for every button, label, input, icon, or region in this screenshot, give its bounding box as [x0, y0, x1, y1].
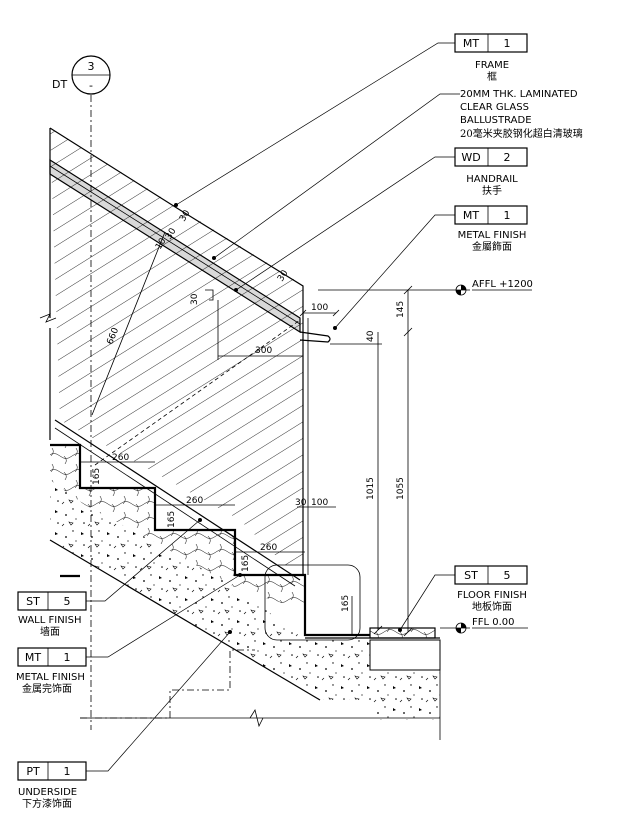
- detail-callout-box: [264, 564, 361, 641]
- break-symbol-left: [39, 313, 57, 323]
- svg-text:260: 260: [260, 543, 277, 553]
- dim-300: 300: [217, 300, 303, 360]
- balustrade-hatch: [50, 128, 303, 570]
- tag-frame-num: 1: [504, 37, 511, 50]
- stair-concrete: [50, 480, 440, 720]
- svg-text:1055: 1055: [396, 477, 406, 500]
- tag-wall-code: ST: [26, 595, 40, 608]
- tag-handrail-code: WD: [461, 151, 480, 164]
- tag-frame-label-cn: 框: [487, 70, 497, 83]
- level-affl-text: AFFL +1200: [472, 279, 533, 290]
- tag-wall-finish: ST 5 WALL FINISH 墙面: [17, 518, 202, 638]
- tag-floor-label-cn: 地板饰面: [472, 600, 512, 613]
- tag-metal-finish-top: MT 1 METAL FINISH 金屬飾面: [333, 205, 528, 330]
- tag-metal-top-num: 1: [504, 209, 511, 222]
- dim-260-b: 260: [155, 496, 235, 506]
- svg-text:260: 260: [186, 496, 203, 506]
- tag-handrail: WD 2 HANDRAIL 扶手: [234, 147, 528, 292]
- tag-underside-num: 1: [64, 765, 71, 778]
- glass-lower-edge: [54, 419, 301, 581]
- floor-finish-layer: [369, 627, 436, 639]
- glass-lower-edge-inner: [54, 427, 296, 587]
- dim-100-top: 100: [299, 303, 340, 317]
- tag-underside-label: UNDERSIDE: [18, 787, 77, 798]
- stair-soffit: [49, 539, 321, 701]
- svg-text:40: 40: [366, 330, 376, 342]
- level-ffl-text: FFL 0.00: [472, 617, 515, 628]
- dim-165-c: 165: [241, 555, 251, 572]
- dim-165-b: 165: [167, 511, 177, 528]
- underside-dashed: [80, 649, 255, 719]
- svg-text:30: 30: [295, 498, 307, 508]
- handrail-mid-line: [49, 165, 301, 325]
- tag-metal-top-label: METAL FINISH: [458, 230, 527, 241]
- svg-text:145: 145: [396, 301, 406, 318]
- tag-frame-code: MT: [463, 37, 479, 50]
- floor-screed: [369, 639, 441, 671]
- svg-text:100: 100: [311, 498, 328, 508]
- tag-metal-bottom-code: MT: [25, 651, 41, 664]
- tag-floor-num: 5: [504, 569, 511, 582]
- tag-metal-bottom-label: METAL FINISH: [16, 672, 85, 683]
- svg-text:300: 300: [255, 346, 272, 356]
- tag-floor-label: FLOOR FINISH: [457, 590, 527, 601]
- tag-glass-line-2: CLEAR GLASS: [460, 102, 529, 113]
- tag-frame: MT 1 FRAME 框: [174, 33, 528, 207]
- tag-wall-num: 5: [64, 595, 71, 608]
- tag-glass: 20MM THK. LAMINATED CLEAR GLASS BALLUSTR…: [212, 89, 583, 260]
- level-affl: AFFL +1200: [318, 279, 533, 296]
- tag-underside-label-cn: 下方漆饰面: [22, 797, 72, 810]
- dim-1015: 1015: [366, 344, 383, 635]
- frame-outline: [49, 127, 304, 318]
- tag-glass-line-1: 20MM THK. LAMINATED: [460, 89, 578, 100]
- dim-165-d: 165: [341, 595, 351, 612]
- tag-floor-finish: ST 5 FLOOR FINISH 地板饰面: [398, 565, 528, 632]
- break-symbol-bottom: [249, 708, 264, 728]
- section-marker: 3 - DT: [52, 55, 111, 95]
- tag-metal-bottom-label-cn: 金属完饰面: [22, 682, 72, 695]
- tag-metal-top-label-cn: 金屬飾面: [472, 240, 512, 253]
- svg-text:30: 30: [190, 293, 200, 305]
- tag-handrail-num: 2: [504, 151, 511, 164]
- handrail-end-cap: [299, 331, 331, 343]
- dim-165-a: 165: [92, 468, 102, 485]
- dim-145: 145: [396, 285, 413, 337]
- dim-1055: 1055: [396, 332, 413, 637]
- dim-30-100-bottom: 30 100: [295, 498, 336, 508]
- section-number: 3: [88, 60, 95, 73]
- dim-40: 40: [330, 330, 382, 345]
- tag-underside-code: PT: [26, 765, 40, 778]
- stair-steps-stone-infill: [50, 445, 305, 635]
- tag-handrail-label: HANDRAIL: [466, 174, 518, 185]
- tag-wall-label: WALL FINISH: [18, 615, 82, 626]
- tag-floor-code: ST: [464, 569, 478, 582]
- section-sheet: -: [89, 79, 93, 92]
- section-prefix: DT: [52, 78, 67, 91]
- tag-metal-top-code: MT: [463, 209, 479, 222]
- svg-text:260: 260: [112, 453, 129, 463]
- tag-glass-line-3: BALLUSTRADE: [460, 115, 532, 126]
- level-ffl: FFL 0.00: [440, 617, 528, 634]
- svg-text:100: 100: [311, 303, 328, 313]
- tag-glass-label-cn: 20毫米夹胶钢化超白清玻璃: [460, 127, 583, 140]
- dim-260-a: 260: [80, 453, 155, 463]
- dim-260-c: 260: [235, 543, 305, 553]
- tag-handrail-label-cn: 扶手: [482, 184, 502, 197]
- tag-frame-label: FRAME: [475, 60, 509, 71]
- tag-metal-bottom-num: 1: [64, 651, 71, 664]
- tag-wall-label-cn: 墙面: [40, 625, 60, 638]
- dim-30-top: 30: [190, 289, 214, 305]
- tag-metal-finish-bottom: MT 1 METAL FINISH 金属完饰面: [16, 573, 242, 695]
- svg-text:1015: 1015: [366, 477, 376, 500]
- tag-underside: PT 1 UNDERSIDE 下方漆饰面: [17, 630, 232, 810]
